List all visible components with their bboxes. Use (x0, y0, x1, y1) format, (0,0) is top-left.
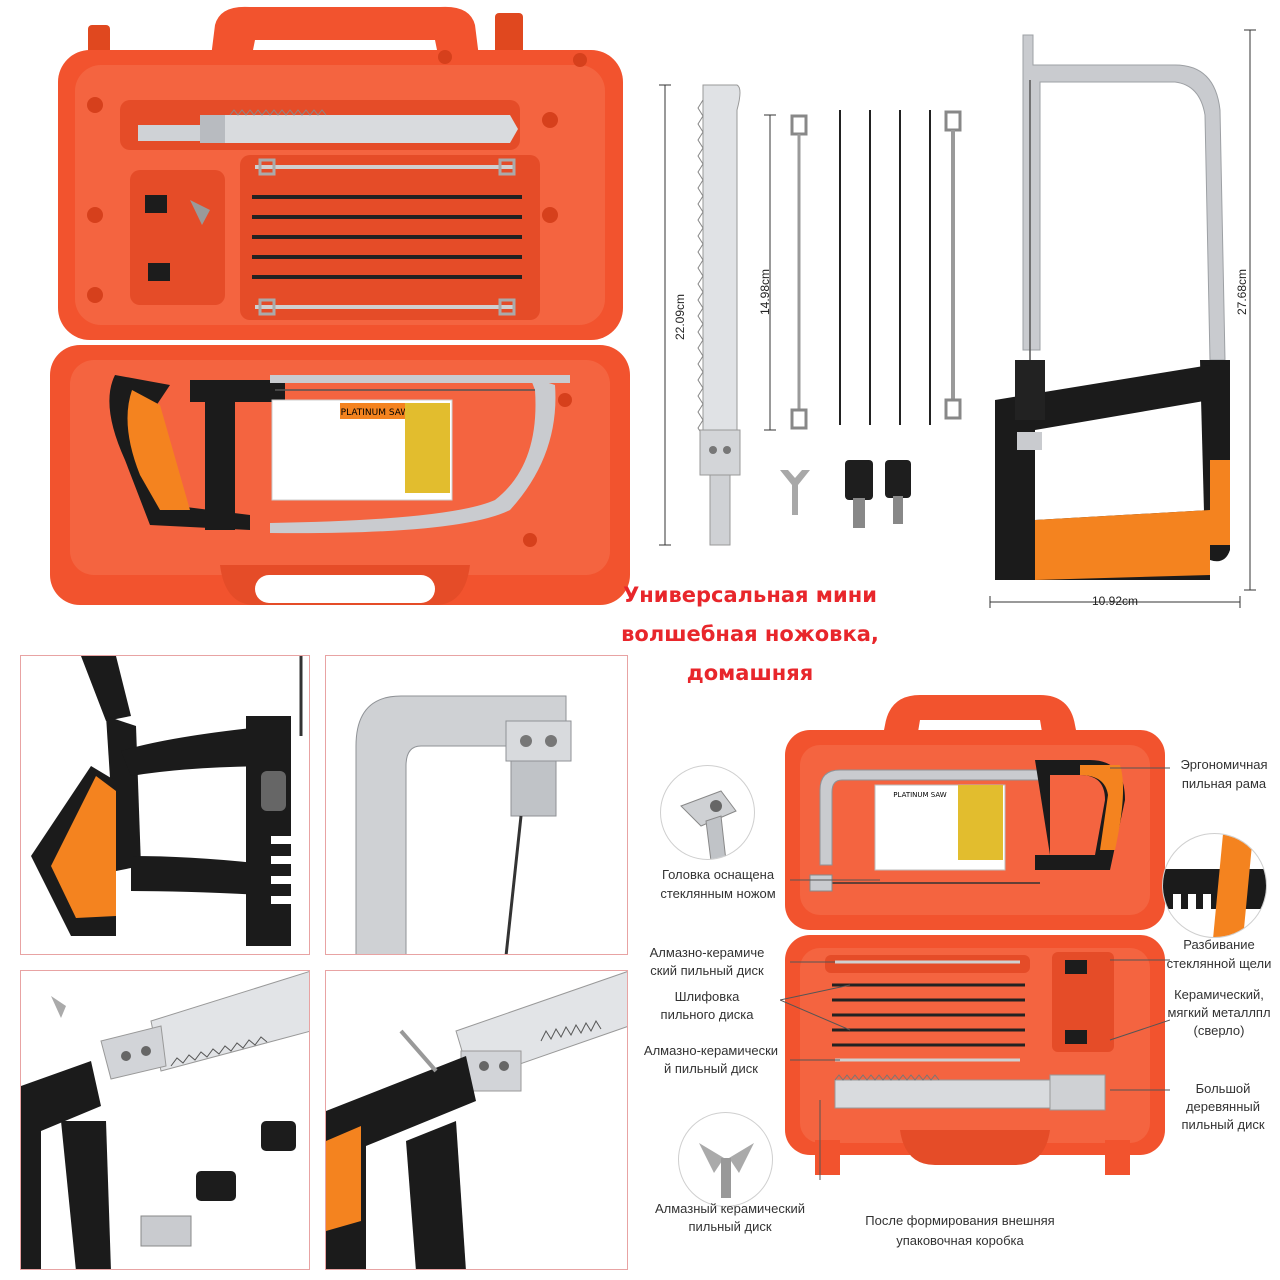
detail-panel-handle (20, 655, 310, 955)
parts-dimensions-photo (655, 20, 1275, 620)
glass-break-zoom-icon (1162, 833, 1267, 938)
case-photo-annotated: PLATINUM SAW (780, 680, 1170, 1180)
callout-glass-knife-1: Головка оснащена (661, 867, 775, 882)
detail-panel-mounted (325, 970, 628, 1270)
callout-diamond-disc-b-2: й пильный диск (664, 1061, 758, 1076)
callout-grinding-2: пильного диска (660, 1007, 754, 1022)
callout-ceramic-1: Керамический, (1174, 987, 1264, 1002)
headline-line-2: волшебная ножовка, (621, 622, 879, 646)
headline-line-1: Универсальная мини (623, 583, 877, 607)
case-photo-top: PLATINUM SAW (40, 5, 640, 630)
callout-wood-2: деревянный (1185, 1099, 1261, 1114)
detail-panel-wood-blade (20, 970, 310, 1270)
wing-nut-zoom-icon (678, 1112, 773, 1207)
frame-height-dim: 27.68cm (1235, 268, 1249, 316)
callout-grinding-1: Шлифовка (674, 989, 740, 1004)
case-side-label: PLATINUM SAW (893, 791, 946, 799)
callout-ergonomic-1: Эргономичная (1180, 757, 1268, 772)
case-print-label: PLATINUM SAW (341, 408, 410, 418)
callout-diamond-disc-b-1: Алмазно-керамически (643, 1043, 779, 1058)
callout-diamond-ceramic-1: Алмазный керамический (654, 1201, 806, 1216)
callout-box-2: упаковочная коробка (896, 1233, 1024, 1248)
detail-panel-head (325, 655, 628, 955)
callout-wood-1: Большой (1195, 1081, 1251, 1096)
glass-knife-zoom-icon (660, 765, 755, 860)
callout-diamond-disc-1: Алмазно-керамиче (649, 945, 765, 960)
callout-ceramic-3: (сверло) (1193, 1023, 1245, 1038)
callout-diamond-ceramic-2: пильный диск (688, 1219, 772, 1234)
blade-length-dim: 22.09cm (673, 293, 687, 341)
callout-ergonomic-2: пильная рама (1181, 776, 1267, 791)
callout-box-1: После формирования внешняя (865, 1213, 1055, 1228)
callout-glass-knife-2: стеклянным ножом (660, 886, 776, 901)
callout-glass-break-1: Разбивание (1183, 937, 1255, 952)
headline-line-3: домашняя (686, 661, 814, 685)
callout-ceramic-2: мягкий металлпл (1167, 1005, 1271, 1020)
callout-glass-break-2: стеклянной щели (1166, 956, 1272, 971)
callout-wood-3: пильный диск (1181, 1117, 1265, 1132)
frame-width-dim: 10.92cm (1092, 594, 1139, 608)
wire-length-dim: 14.98cm (758, 268, 772, 316)
callout-diamond-disc-2: ский пильный диск (650, 963, 764, 978)
